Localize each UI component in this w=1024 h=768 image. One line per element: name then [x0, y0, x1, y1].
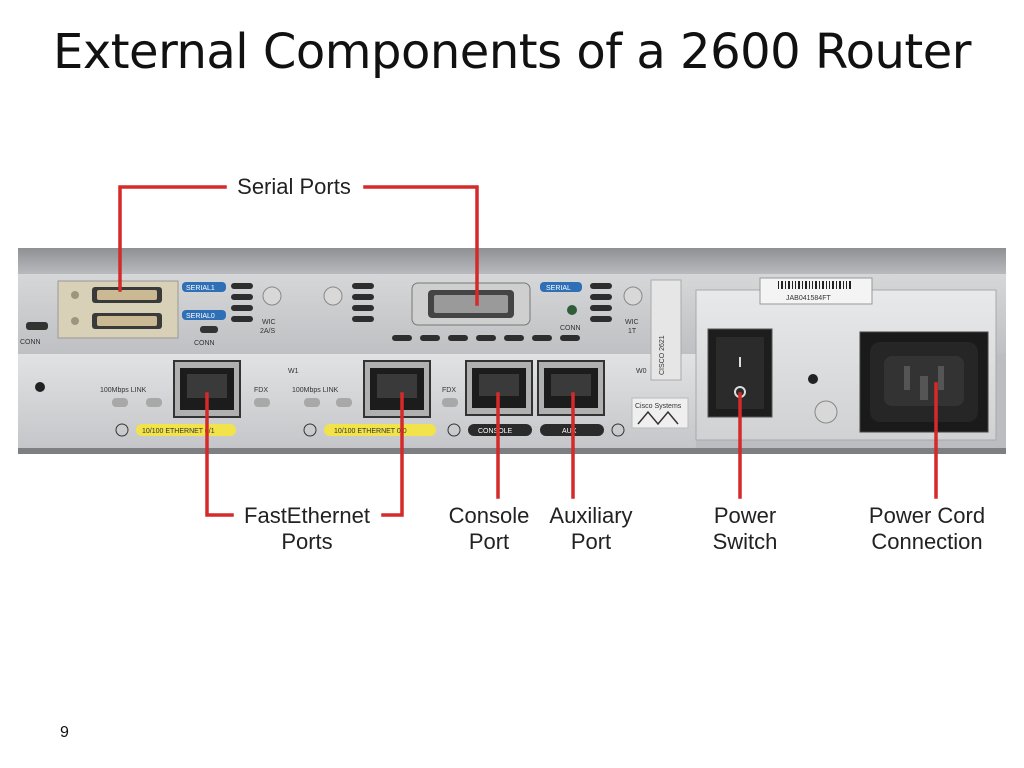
wic-1t-label-2: 1T [628, 328, 637, 335]
serial-ports-module: SERIAL1 SERIAL0 CONN [57, 280, 226, 347]
auxiliary-callout-line2: Port [571, 529, 611, 554]
cisco-logo: Cisco Systems [631, 397, 689, 429]
w0-label: W0 [636, 368, 647, 375]
console-label: CONSOLE [478, 428, 513, 435]
vent-row [392, 335, 580, 341]
vent-slots-left [231, 283, 253, 322]
fastethernet-port-0-0 [363, 360, 431, 418]
wic-1t-label-1: WIC [625, 319, 639, 326]
power-switch-callout-line2: Switch [713, 529, 778, 554]
ethernet-0-0-label: 10/100 ETHERNET 0/0 [334, 428, 407, 435]
vent-slots-right [590, 283, 612, 322]
callout-leader-lines [118, 185, 938, 517]
vent-slots-middle [352, 283, 374, 322]
serial-ports-callout: Serial Ports [237, 174, 351, 199]
model-label: CISCO 2621 [659, 335, 666, 375]
aux-label: AUX [562, 428, 577, 435]
ground-icon [115, 423, 129, 437]
conn-right-label: CONN [560, 325, 581, 332]
serial-port-wic-1t [411, 282, 531, 326]
ground-icon [611, 423, 625, 437]
serial-label-bg [540, 282, 582, 292]
conn-left-led [26, 322, 48, 330]
auxiliary-callout-line1: Auxiliary [549, 503, 632, 528]
slide-number: 9 [60, 724, 69, 741]
ground-icon [447, 423, 461, 437]
screw-icon [814, 400, 838, 424]
led-icon [112, 398, 128, 407]
auxiliary-port [537, 360, 605, 416]
serial-number-text: JAB041584FT [786, 295, 831, 302]
fastethernet-callout-line1: FastEthernet [244, 503, 370, 528]
ethernet-0-1-label: 10/100 ETHERNET 0/1 [142, 428, 215, 435]
w1-label: W1 [288, 368, 299, 375]
link-led-label-1: 100Mbps LINK [100, 387, 147, 394]
link-led-label-0: 100Mbps LINK [292, 387, 339, 394]
led-icon [336, 398, 352, 407]
mount-hole-icon [35, 382, 45, 392]
led-icon [304, 398, 320, 407]
console-callout-line1: Console [449, 503, 530, 528]
screw-icon [623, 286, 643, 306]
led-icon [146, 398, 162, 407]
serial1-label: SERIAL1 [186, 285, 215, 292]
ethernet-0-0-label-bg [324, 424, 436, 436]
fastethernet-leader-left [205, 392, 234, 517]
serial-leader-left [118, 185, 227, 292]
serial-leader-right [363, 185, 479, 306]
led-icon [254, 398, 270, 407]
serial0-label: SERIAL0 [186, 313, 215, 320]
fdx-label-0: FDX [442, 387, 456, 394]
ethernet-0-1-label-bg [136, 424, 236, 436]
screw-icon [262, 286, 282, 306]
console-label-bg [468, 424, 532, 436]
model-strip [650, 279, 682, 381]
power-cord-callout-line1: Power Cord [869, 503, 985, 528]
power-cord-callout-line2: Connection [871, 529, 982, 554]
serial-right-label: SERIAL [546, 285, 571, 292]
conn-led-icon [567, 305, 577, 315]
mount-hole-icon [808, 374, 818, 384]
power-cord-connector [859, 331, 989, 433]
fastethernet-callout-line2: Ports [281, 529, 332, 554]
console-callout-line2: Port [469, 529, 509, 554]
fdx-label-1: FDX [254, 387, 268, 394]
wic-2as-label-1: WIC [262, 319, 276, 326]
conn-left-label: CONN [20, 339, 41, 346]
screw-icon [323, 286, 343, 306]
ground-icon [303, 423, 317, 437]
led-icon [442, 398, 458, 407]
wic-2as-label-2: 2A/S [260, 328, 276, 335]
conn-wic-label: CONN [194, 340, 215, 347]
serial-number-sticker: JAB041584FT [759, 277, 873, 305]
brand-label: Cisco Systems [635, 403, 682, 410]
slide-title: External Components of a 2600 Router [52, 24, 972, 80]
fastethernet-leader-right [381, 392, 404, 517]
power-switch-callout-line1: Power [714, 503, 776, 528]
